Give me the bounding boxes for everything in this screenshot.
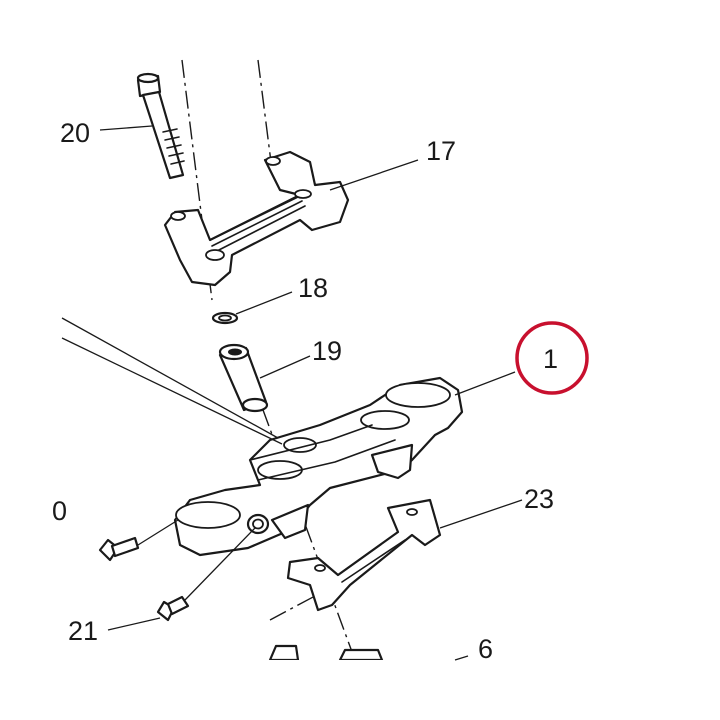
leader-1 <box>454 371 516 396</box>
leader-21b <box>184 527 256 601</box>
callout-leaders <box>99 125 523 661</box>
axis-right <box>257 59 273 171</box>
highlight-circle <box>515 321 589 395</box>
callout-21: 21 <box>68 616 98 646</box>
callout-6: 6 <box>478 634 493 664</box>
part-18-washer <box>211 311 239 325</box>
part-1-steering-head <box>173 376 464 557</box>
callout-18: 18 <box>298 273 328 303</box>
part-23-bracket <box>286 498 442 612</box>
callout-23: 23 <box>524 484 554 514</box>
leader-20 <box>99 125 153 131</box>
leader-21 <box>107 617 161 631</box>
part-19-bushing <box>218 343 269 413</box>
callout-19: 19 <box>312 336 342 366</box>
part-6-partial <box>260 644 400 720</box>
callout-1: 1 <box>543 344 558 374</box>
leader-6 <box>454 655 469 661</box>
part-21-bolt <box>156 595 190 622</box>
callout-20: 20 <box>60 118 90 148</box>
part-20-bolt <box>136 72 185 180</box>
callout-labels: 20 17 18 19 1 23 21 6 0 <box>52 118 558 664</box>
leader-18 <box>235 291 293 315</box>
part-17-clamp-bridge <box>163 150 350 287</box>
leader-0 <box>137 519 179 546</box>
callout-0-partial: 0 <box>52 496 67 526</box>
callout-17: 17 <box>426 136 456 166</box>
leader-23 <box>439 499 523 529</box>
converging-leaders <box>61 317 283 445</box>
leader-17 <box>329 159 419 191</box>
leader-19 <box>259 355 311 379</box>
bolt-unlabeled-left <box>98 536 140 562</box>
